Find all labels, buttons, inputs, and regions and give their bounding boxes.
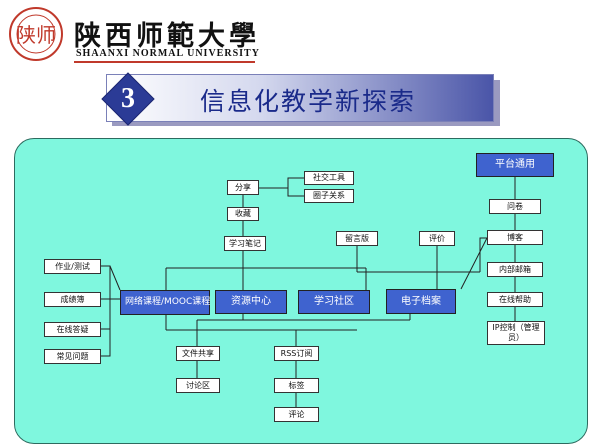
university-name-en: SHAANXI NORMAL UNIVERSITY [76,48,260,59]
node-online-help: 在线帮助 [487,292,543,307]
hub-platform-general: 平台通用 [476,153,554,177]
node-circle-relations: 圈子关系 [304,189,354,203]
node-online-qa: 在线答疑 [44,322,101,337]
node-faq: 常见问题 [44,349,101,364]
hub-network-course-line1: 网络课程 [125,297,162,307]
hub-learning-community: 学习社区 [298,290,370,314]
hub-network-course: 网络课程 /MOOC课程 [120,290,210,315]
node-evaluation: 评价 [419,231,455,246]
node-study-notes: 学习笔记 [224,236,266,251]
node-message-board: 留言版 [336,231,378,246]
hub-network-course-line2: /MOOC课程 [161,297,211,307]
node-homework-test: 作业/测试 [44,259,101,274]
node-tags: 标签 [274,378,319,393]
node-questionnaire: 问卷 [489,199,541,214]
connector-homework [109,265,121,291]
slide-title: 信息化教学新探索 [200,87,417,116]
university-name-cn: 陕西师範大學 [74,21,260,52]
node-internal-mail: 内部邮箱 [487,262,543,277]
hub-e-portfolio: 电子档案 [386,289,456,314]
title-banner [106,74,494,122]
university-seal-icon: 陕师 [9,7,63,61]
connector-share-circle [287,188,304,197]
connector-eportfolio-blog [460,237,488,290]
node-comments: 评论 [274,407,319,422]
connector-left-bracket [101,265,111,357]
seal-glyph: 陕师 [16,23,56,47]
connector-rail-blog [479,237,487,272]
node-discussion-area: 讨论区 [176,378,220,393]
section-number: 3 [121,83,135,114]
node-ip-control: IP控制（管理员） [487,321,545,345]
node-social-tools: 社交工具 [304,171,354,185]
node-collect: 收藏 [227,207,259,221]
node-blog: 博客 [487,230,543,245]
node-share: 分享 [227,180,259,195]
hub-resource-center: 资源中心 [215,290,287,314]
node-file-share: 文件共享 [176,346,220,361]
section-number-diamond [101,72,155,126]
connector-share-social [258,177,304,189]
node-gradebook: 成绩簿 [44,292,101,307]
node-rss: RSS订阅 [274,346,319,361]
header-underline [74,61,255,63]
